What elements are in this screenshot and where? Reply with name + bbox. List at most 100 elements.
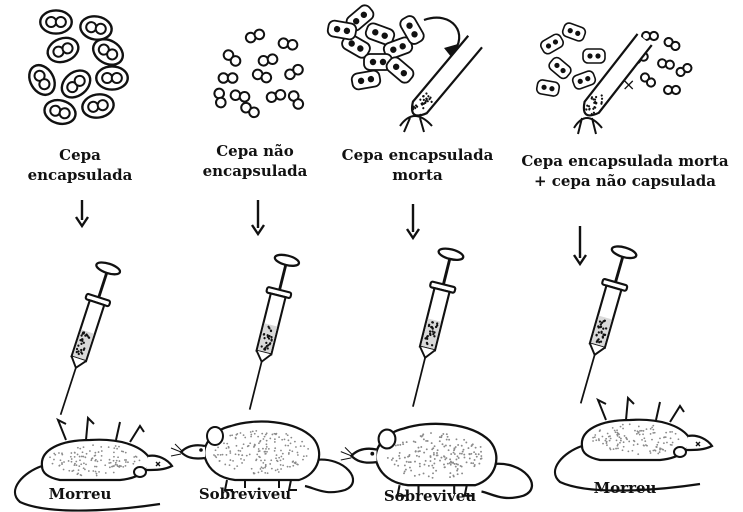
coccus bbox=[97, 99, 109, 111]
fur-speckle bbox=[443, 464, 445, 466]
fur-speckle bbox=[301, 441, 303, 443]
capsuled-diplococcus bbox=[78, 14, 113, 42]
fur-speckle bbox=[409, 467, 411, 469]
fur-speckle bbox=[416, 455, 418, 457]
snout bbox=[351, 449, 376, 463]
fur-speckle bbox=[642, 433, 644, 435]
capsuled-diplococcus bbox=[40, 10, 72, 33]
diplococcus bbox=[664, 86, 680, 94]
label-line: encapsulada bbox=[5, 165, 155, 185]
needle bbox=[61, 368, 76, 415]
fur-speckle bbox=[229, 459, 231, 461]
fur-speckle bbox=[657, 453, 659, 455]
fur-speckle bbox=[636, 433, 638, 435]
fur-speckle bbox=[634, 430, 636, 432]
fur-speckle bbox=[623, 446, 625, 448]
coccus bbox=[595, 53, 600, 58]
fur-speckle bbox=[414, 461, 416, 463]
fur-speckle bbox=[241, 454, 243, 456]
fur-speckle bbox=[646, 445, 648, 447]
fur-speckle bbox=[430, 455, 432, 457]
fur-speckle bbox=[295, 446, 297, 448]
fur-speckle bbox=[234, 468, 236, 470]
fur-speckle bbox=[121, 450, 123, 452]
fur-speckle bbox=[592, 440, 594, 442]
fur-speckle bbox=[613, 448, 615, 450]
fur-speckle bbox=[457, 468, 459, 470]
fur-speckle bbox=[290, 437, 292, 439]
fur-speckle bbox=[402, 441, 404, 443]
syringes bbox=[49, 244, 638, 418]
fur-speckle bbox=[615, 448, 617, 450]
fur-speckle bbox=[267, 472, 269, 474]
coccus bbox=[228, 73, 238, 83]
fur-speckle bbox=[86, 453, 88, 455]
fur-speckle bbox=[441, 435, 443, 437]
fur-speckle bbox=[266, 443, 268, 445]
fur-speckle bbox=[220, 454, 222, 456]
fur-speckle bbox=[461, 466, 463, 468]
fur-speckle bbox=[261, 466, 263, 468]
fur-speckle bbox=[644, 440, 646, 442]
fur-speckle bbox=[413, 440, 415, 442]
flame bbox=[574, 118, 602, 134]
fur-speckle bbox=[455, 459, 457, 461]
fur-speckle bbox=[265, 434, 267, 436]
fur-speckle bbox=[259, 441, 261, 443]
bacteria-illustrations: × bbox=[24, 3, 693, 134]
fur-speckle bbox=[78, 465, 80, 467]
fur-speckle bbox=[274, 438, 276, 440]
fur-speckle bbox=[622, 428, 624, 430]
fur-speckle bbox=[449, 472, 451, 474]
snout bbox=[181, 445, 205, 458]
fur-speckle bbox=[480, 451, 482, 453]
fur-speckle bbox=[258, 456, 260, 458]
fur-speckle bbox=[650, 452, 652, 454]
fur-speckle bbox=[625, 437, 627, 439]
fur-speckle bbox=[678, 438, 680, 440]
fur-speckle bbox=[108, 446, 110, 448]
fur-speckle bbox=[659, 438, 661, 440]
fur-speckle bbox=[449, 445, 451, 447]
fur-speckle bbox=[480, 446, 482, 448]
fur-speckle bbox=[662, 449, 664, 451]
fur-speckle bbox=[71, 470, 73, 472]
diplococcus bbox=[642, 32, 658, 40]
fur-speckle bbox=[433, 452, 435, 454]
fur-speckle bbox=[449, 458, 451, 460]
fur-speckle bbox=[125, 452, 127, 454]
fur-speckle bbox=[224, 464, 226, 466]
fur-speckle bbox=[83, 456, 85, 458]
label-line: encapsulada bbox=[180, 161, 330, 181]
ear bbox=[134, 467, 146, 477]
coccus bbox=[95, 23, 107, 35]
fur-speckle bbox=[456, 470, 458, 472]
fur-speckle bbox=[285, 445, 287, 447]
fur-speckle bbox=[113, 472, 115, 474]
fur-speckle bbox=[457, 464, 459, 466]
eye bbox=[370, 452, 374, 456]
fur-speckle bbox=[240, 458, 242, 460]
fur-speckle bbox=[620, 426, 622, 428]
fur-speckle bbox=[303, 445, 305, 447]
fur-speckle bbox=[463, 449, 465, 451]
fur-speckle bbox=[672, 442, 674, 444]
fur-speckle bbox=[478, 453, 480, 455]
plunger-cap bbox=[95, 260, 121, 277]
fur-speckle bbox=[404, 464, 406, 466]
fur-speckle bbox=[659, 451, 661, 453]
fur-speckle bbox=[101, 455, 103, 457]
fur-speckle bbox=[449, 476, 451, 478]
fur-speckle bbox=[125, 461, 127, 463]
fur-speckle bbox=[617, 447, 619, 449]
fur-speckle bbox=[671, 431, 673, 433]
capsule bbox=[583, 49, 605, 63]
label-panel-1: Cepa encapsulada bbox=[5, 145, 155, 185]
fur-speckle bbox=[665, 436, 667, 438]
fur-speckle bbox=[94, 454, 96, 456]
fur-speckle bbox=[475, 447, 477, 449]
fur-speckle bbox=[449, 462, 451, 464]
coccus bbox=[102, 73, 112, 83]
fur-speckle bbox=[456, 438, 458, 440]
fur-speckle bbox=[399, 444, 401, 446]
